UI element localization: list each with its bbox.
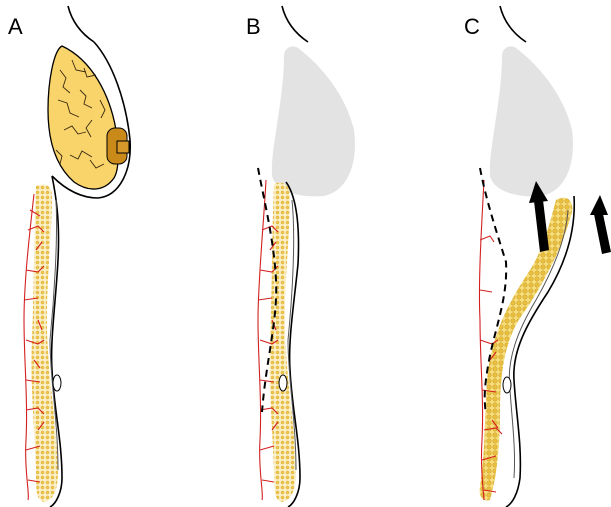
- panel-a: A: [8, 6, 130, 507]
- abdominal-fat-b: [269, 183, 296, 502]
- panel-c: C: [464, 6, 611, 507]
- panel-b: B: [246, 6, 355, 507]
- panel-label-c: C: [464, 14, 480, 39]
- up-arrow-icon: [590, 195, 611, 254]
- chest-skin-upper-c: [500, 6, 526, 42]
- chest-skin-upper-b: [282, 6, 308, 42]
- removed-breast-b: [272, 46, 355, 196]
- abdominal-skin-inner-c: [509, 210, 568, 478]
- rotated-fat-flap-c: [480, 198, 573, 501]
- removed-breast-c: [490, 46, 573, 196]
- chest-skin-upper-a: [68, 6, 94, 42]
- panel-label-a: A: [8, 14, 23, 39]
- umbilicus-b: [279, 375, 287, 391]
- breast-gland-a: [48, 46, 118, 189]
- umbilicus-a: [53, 375, 61, 391]
- panel-label-b: B: [246, 14, 261, 39]
- umbilicus-c: [503, 377, 511, 393]
- nipple-a: [117, 141, 129, 153]
